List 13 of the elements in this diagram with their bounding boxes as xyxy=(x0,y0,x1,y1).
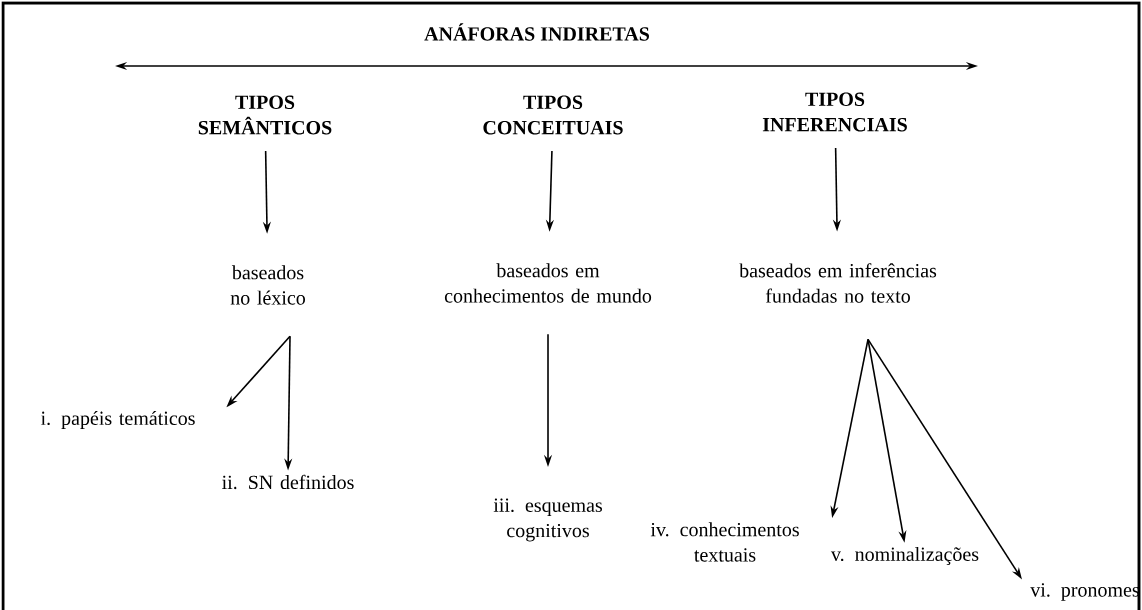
title: ANÁFORAS INDIRETAS xyxy=(424,23,649,41)
text-label: iii. esquemas cognitivos xyxy=(493,498,602,542)
heading: TIPOS CONCEITUAIS xyxy=(483,95,623,135)
text-label: i. papéis temáticos xyxy=(40,410,195,430)
heading: TIPOS INFERENCIAIS xyxy=(762,92,907,132)
text-label: vi. pronomes xyxy=(1030,583,1139,601)
text-label: v. nominalizações xyxy=(830,546,979,566)
heading: TIPOS SEMÂNTICOS xyxy=(198,95,332,135)
text-label: iv. conhecimentos textuais xyxy=(650,522,799,562)
text-label: ii. SN definidos xyxy=(222,474,354,490)
text-label: baseados em inferências fundadas no texto xyxy=(739,263,937,303)
text-label: baseados no léxico xyxy=(230,265,306,305)
text-label: baseados em conhecimentos de mundo xyxy=(444,263,652,303)
